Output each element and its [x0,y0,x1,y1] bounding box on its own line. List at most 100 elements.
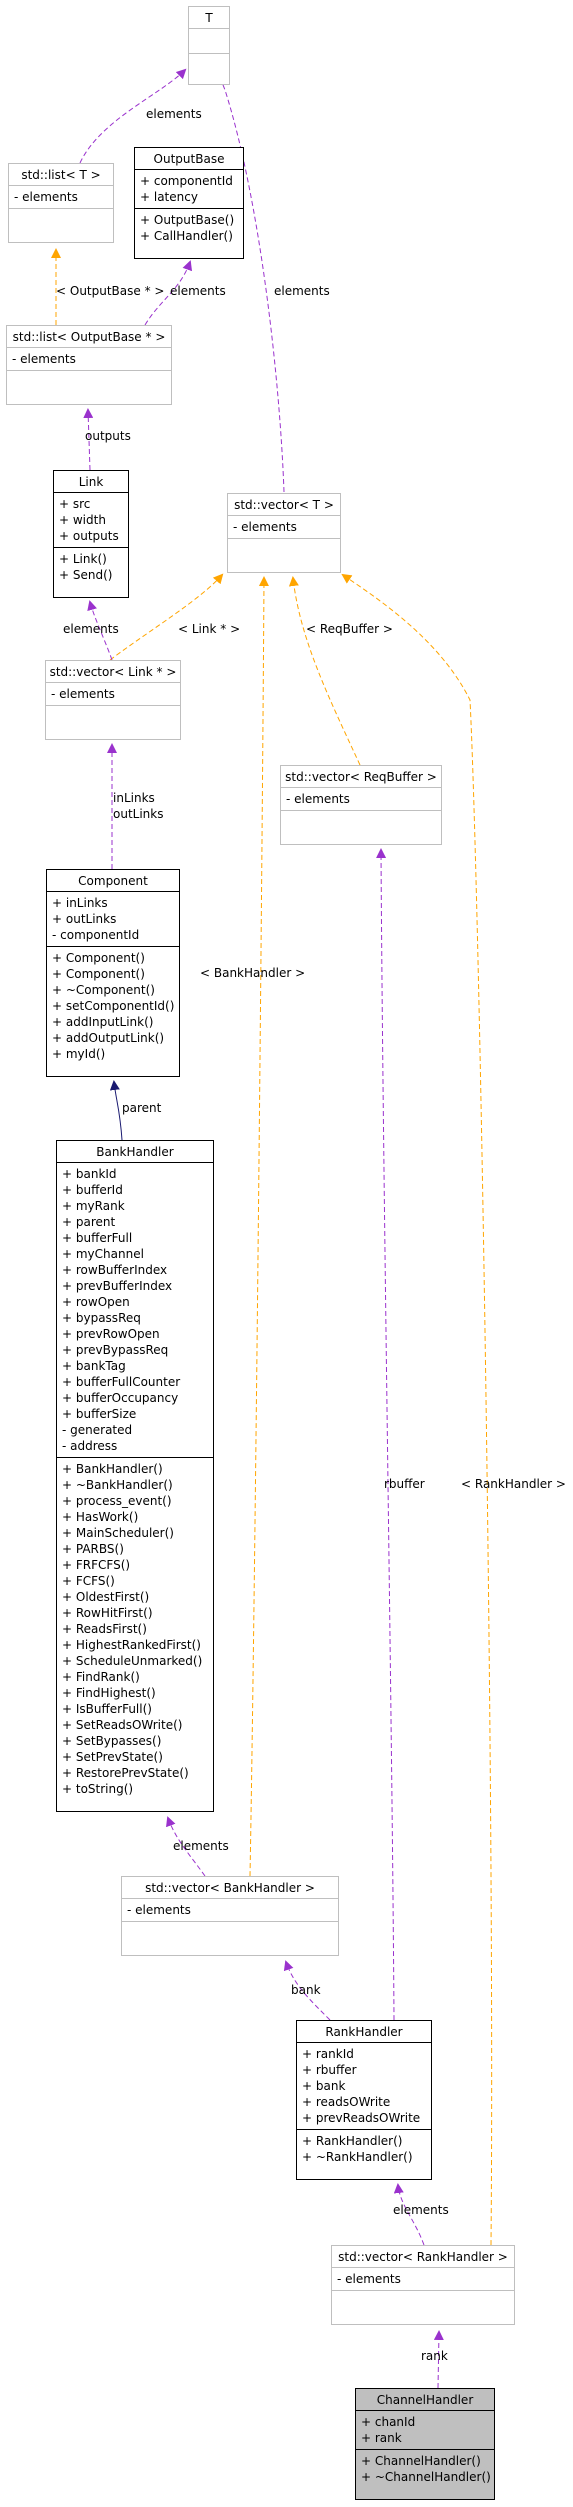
edge-label-Bank-vBank: elements [173,1839,229,1853]
edge-label-T-listT: elements [146,107,202,121]
edge-T-vectorT [216,70,285,493]
attributes-section [189,28,229,53]
attribute: + width [59,513,106,527]
attributes-section: - elements [46,682,180,705]
class-RankHandler[interactable]: RankHandler + rankId + rbuffer + bank + … [296,2020,432,2180]
class-title: T [205,11,213,25]
attribute: + myChannel [62,1247,144,1261]
edge-OB-listOB [144,260,193,326]
attribute: + componentId [140,174,233,188]
edge-Bank-vBank [166,1816,206,1877]
method: + RestorePrevState() [62,1766,189,1780]
class-Link[interactable]: Link + src + width + outputs + Link() + … [53,470,129,598]
attribute: - address [62,1439,118,1453]
edge-label-OB-listOB: elements [170,284,226,298]
class-list-T[interactable]: std::list< T > - elements [8,163,114,243]
method: + Component() [52,951,145,965]
methods-section [122,1921,338,1946]
method: + Component() [52,967,145,981]
attribute: + bankTag [62,1359,126,1373]
attribute: + parent [62,1215,116,1229]
class-ChannelHandler[interactable]: ChannelHandler + chanId + rank + Channel… [355,2388,495,2500]
attribute: + prevBypassReq [62,1343,169,1357]
edge-label-vectorT-vBank: < BankHandler > [200,966,306,980]
attribute: + prevBufferIndex [62,1279,173,1293]
attribute: + outputs [59,529,119,543]
method: + Link() [59,552,107,566]
attribute: - elements [127,1903,191,1917]
class-title: std::vector< Link * > [49,665,177,679]
method: + FRFCFS() [62,1558,131,1572]
attribute: + bypassReq [62,1311,141,1325]
attribute: + prevRowOpen [62,1327,160,1341]
edge-label-vLink-Component: inLinks outLinks [113,791,164,821]
method: + ~Component() [52,983,155,997]
class-vector-T[interactable]: std::vector< T > - elements [227,493,341,573]
method: + toString() [62,1782,134,1796]
methods-section [228,538,340,563]
edge-vBank-Rank [283,1960,331,2021]
method: + RankHandler() [302,2134,403,2148]
attribute: + bufferOccupancy [62,1391,179,1405]
attribute: + src [59,497,91,511]
method: + SetReadsOWrite() [62,1718,183,1732]
method: + SetBypasses() [62,1734,162,1748]
class-vector-RankHandler[interactable]: std::vector< RankHandler > - elements [331,2245,515,2325]
attribute: - elements [286,792,350,806]
methods-section [46,705,180,730]
class-vector-ReqBuffer[interactable]: std::vector< ReqBuffer > - elements [280,765,442,845]
class-vector-Link[interactable]: std::vector< Link * > - elements [45,660,181,740]
method: + setComponentId() [52,999,175,1013]
attribute: + bufferId [62,1183,123,1197]
method: + CallHandler() [140,229,233,243]
attributes-section: + src + width + outputs [54,492,128,547]
attribute: + prevReadsOWrite [302,2111,421,2125]
method: + PARBS() [62,1542,124,1556]
method: + ScheduleUnmarked() [62,1654,203,1668]
methods-section: + OutputBase() + CallHandler() [135,208,243,247]
method: + OutputBase() [140,213,235,227]
attribute: + rbuffer [302,2063,357,2077]
method: + ReadsFirst() [62,1622,147,1636]
class-vector-BankHandler[interactable]: std::vector< BankHandler > - elements [121,1876,339,1956]
attribute: + bufferSize [62,1407,137,1421]
class-list-OutputBase[interactable]: std::list< OutputBase * > - elements [6,325,172,405]
edge-label-Rank-vRank: elements [393,2203,449,2217]
methods-section: + ChannelHandler() + ~ChannelHandler() [356,2449,494,2488]
attribute: + myRank [62,1199,125,1213]
class-title: Link [78,475,104,489]
class-title: RankHandler [325,2025,403,2039]
method: + FCFS() [62,1574,115,1588]
method: + addOutputLink() [52,1031,165,1045]
attribute: - elements [12,352,76,366]
attribute: + outLinks [52,912,117,926]
methods-section [281,810,441,835]
class-title: Component [78,874,148,888]
method: + ChannelHandler() [361,2454,481,2468]
method: + ~BankHandler() [62,1478,173,1492]
edge-vectorT-vLink [109,573,224,661]
edge-label-vBank-Rank: bank [291,1983,321,1997]
edge-label-vRank-Channel: rank [421,2349,448,2363]
method: + IsBufferFull() [62,1702,152,1716]
method: + ~RankHandler() [302,2150,413,2164]
class-T[interactable]: T [188,6,230,85]
edge-label-vectorT-vRank: < RankHandler > [461,1477,566,1491]
method: + RowHitFirst() [62,1606,153,1620]
attributes-section: - elements [332,2267,514,2290]
attribute: - componentId [52,928,140,942]
method: + BankHandler() [62,1462,163,1476]
class-OutputBase[interactable]: OutputBase + componentId + latency + Out… [134,147,244,259]
attributes-section: - elements [281,787,441,810]
attribute: - elements [14,190,78,204]
class-BankHandler[interactable]: BankHandler + bankId + bufferId + myRank… [56,1140,214,1812]
methods-section [7,370,171,395]
edge-vectorT-vBank [249,576,269,1877]
edge-Component-Bank [109,1080,123,1141]
class-Component[interactable]: Component + inLinks + outLinks - compone… [46,869,180,1077]
method: + ~ChannelHandler() [361,2470,491,2484]
attribute: - elements [233,520,297,534]
attribute: + latency [140,190,198,204]
edge-vectorT-vRank [341,573,493,2246]
attributes-section: + componentId + latency [135,169,243,208]
